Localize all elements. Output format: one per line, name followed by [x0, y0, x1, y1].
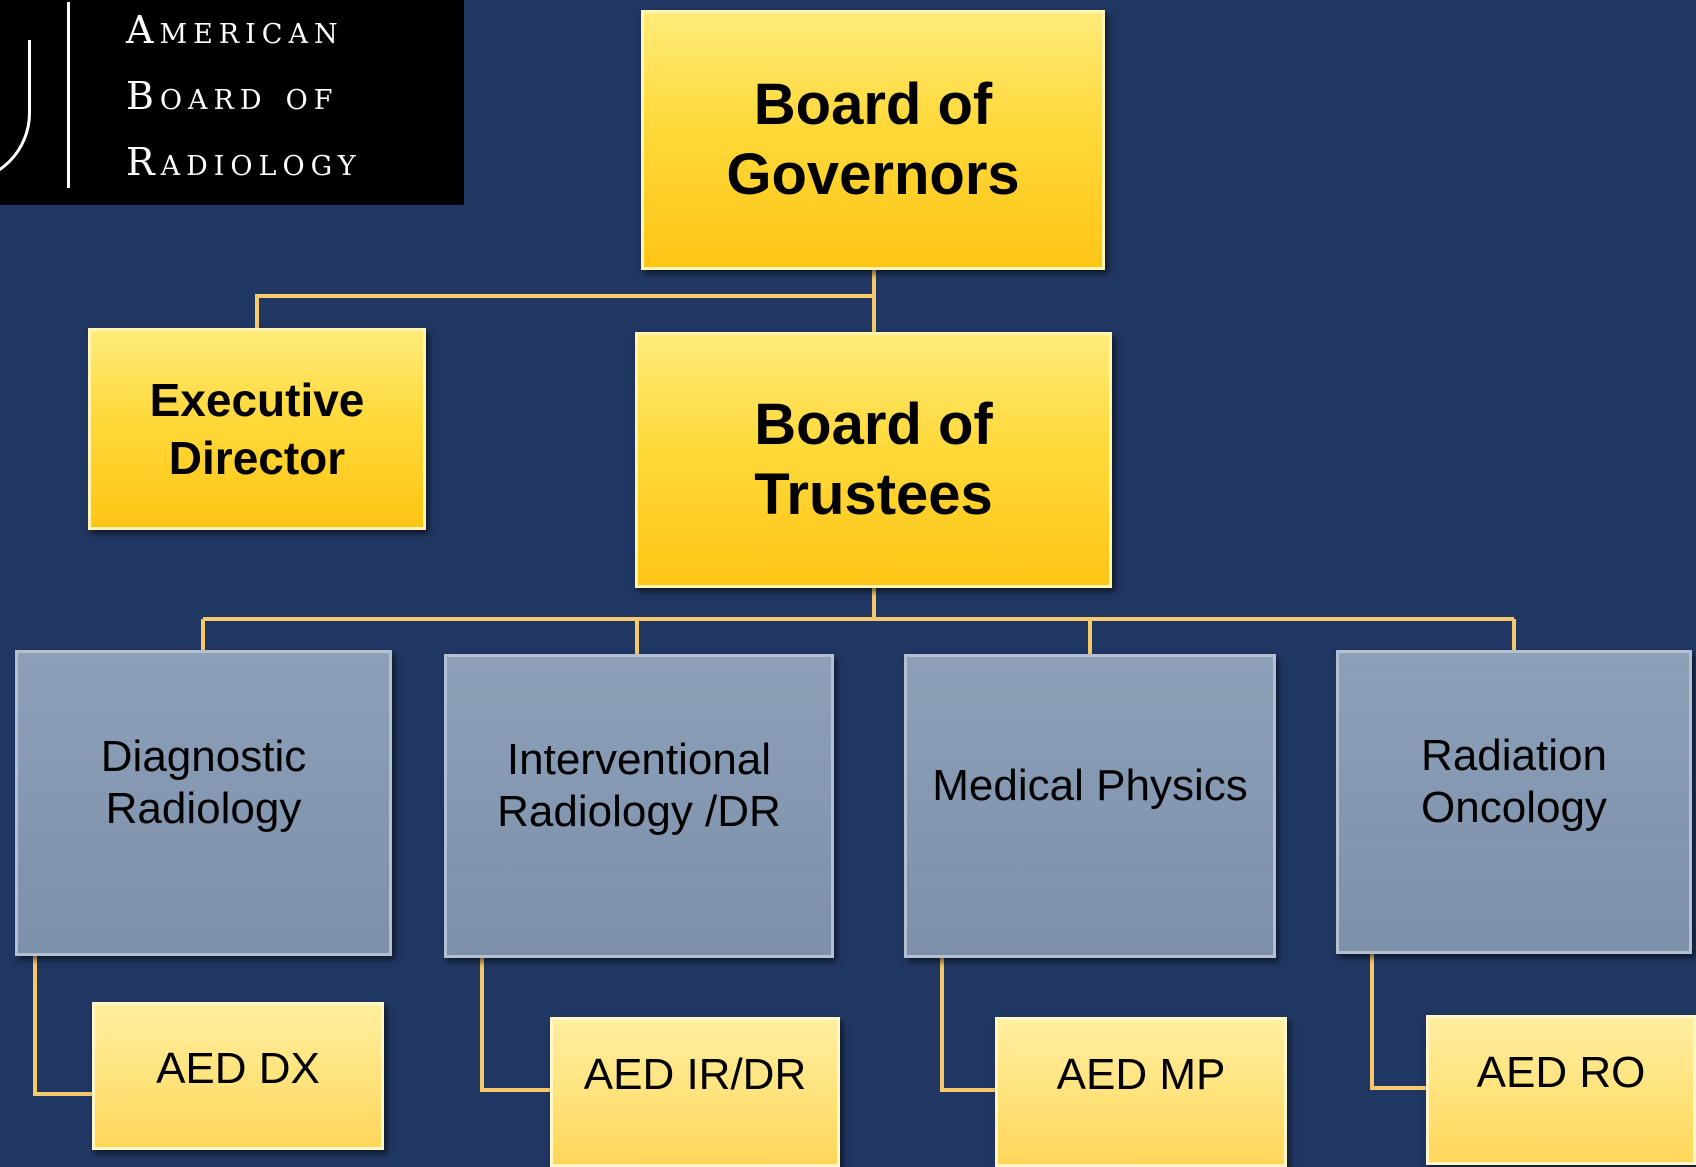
connector-governors-executive	[255, 294, 874, 330]
abr-logo: American Board of Radiology	[0, 0, 464, 205]
board-of-governors-box: Board of Governors	[641, 10, 1105, 270]
aed-ir-dr-box: AED IR/DR	[550, 1017, 840, 1167]
logo-line-2: Board of	[126, 74, 339, 118]
aed-ir-dr-label: AED IR/DR	[583, 1050, 807, 1099]
connector-to-aed-ro	[1370, 954, 1428, 1090]
diagnostic-radiology-label: Diagnostic Radiology	[100, 732, 307, 833]
logo-divider	[67, 2, 70, 188]
aed-ro-label: AED RO	[1476, 1048, 1646, 1097]
aed-dx-box: AED DX	[92, 1002, 384, 1150]
connector-to-aed-ir-dr	[480, 958, 552, 1092]
connector-to-aed-dx	[33, 956, 96, 1096]
medical-physics-label: Medical Physics	[932, 761, 1248, 810]
interventional-radiology-label: Interventional Radiology /DR	[497, 735, 781, 836]
board-of-governors-label: Board of Governors	[726, 72, 1020, 207]
board-of-trustees-box: Board of Trustees	[635, 332, 1112, 588]
interventional-radiology-box: Interventional Radiology /DR	[444, 654, 834, 958]
radiation-oncology-label: Radiation Oncology	[1421, 731, 1607, 832]
medical-physics-box: Medical Physics	[904, 654, 1276, 958]
aed-mp-label: AED MP	[1056, 1050, 1226, 1099]
connector-to-aed-mp	[940, 958, 997, 1092]
aed-dx-label: AED DX	[156, 1044, 320, 1093]
logo-line-3: Radiology	[126, 140, 362, 184]
radiation-oncology-box: Radiation Oncology	[1336, 650, 1692, 954]
aed-ro-box: AED RO	[1426, 1015, 1696, 1165]
executive-director-label: Executive Director	[149, 374, 365, 484]
aed-mp-box: AED MP	[995, 1017, 1287, 1167]
diagnostic-radiology-box: Diagnostic Radiology	[15, 650, 392, 956]
executive-director-box: Executive Director	[88, 328, 426, 530]
board-of-trustees-label: Board of Trustees	[754, 392, 993, 527]
logo-line-1: American	[126, 8, 344, 52]
